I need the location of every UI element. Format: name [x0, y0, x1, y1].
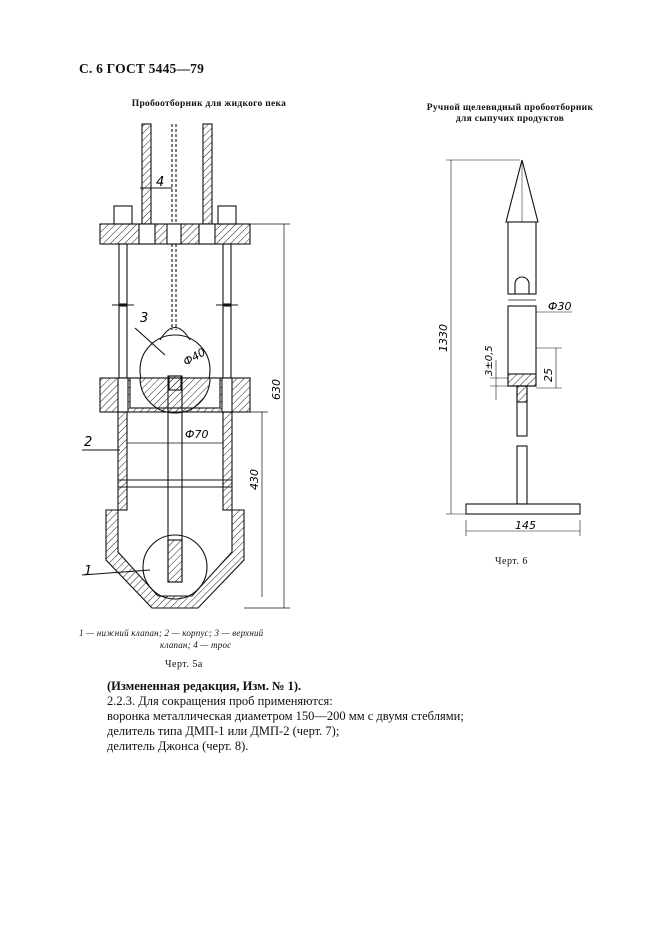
- lower-cone: [105, 509, 245, 609]
- body-wall-left: [117, 411, 128, 511]
- figure-5a-legend-line2: клапан; 4 — трос: [160, 640, 232, 650]
- figure-6-caption-line1: Ручной щелевидный пробоотборник: [426, 103, 594, 113]
- dim-diam30: Ф30: [548, 300, 571, 313]
- label-3: 3: [140, 311, 148, 326]
- dim-145: 145: [515, 519, 536, 532]
- figure-6-caption-line2: для сыпучих продуктов: [455, 114, 565, 124]
- dim-630: 630: [270, 379, 283, 400]
- tie-rod-right: [222, 243, 232, 305]
- dim-430: 430: [248, 469, 261, 490]
- figure-5a-legend-line1: 1 — нижний клапан; 2 — корпус; 3 — верхн…: [79, 628, 264, 638]
- label-1: 1: [84, 564, 92, 579]
- dim-25: 25: [542, 368, 555, 382]
- dim-1330: 1330: [437, 324, 450, 352]
- figure-5a-label: Черт. 5а: [165, 659, 203, 670]
- sampler-upper-tube: [507, 221, 537, 295]
- page-header: С. 6 ГОСТ 5445—79: [79, 61, 205, 76]
- edition-note: (Измененная редакция, Изм. № 1).: [107, 679, 302, 693]
- paragraph-line: делитель типа ДМП-1 или ДМП-2 (черт. 7);: [107, 724, 340, 738]
- pipe-wall-right: [202, 123, 213, 225]
- label-2: 2: [84, 435, 92, 450]
- figure-6-label: Черт. 6: [495, 556, 528, 567]
- figure-5a-caption: Пробоотборник для жидкого пека: [131, 99, 287, 109]
- figure-6-drawing: [446, 159, 581, 536]
- tie-rod-left: [118, 243, 128, 305]
- nut-right: [217, 205, 237, 225]
- dim-3: 3±0,5: [484, 345, 495, 376]
- body-text: (Измененная редакция, Изм. № 1). 2.2.3. …: [107, 679, 587, 754]
- lower-valve-ball: [142, 534, 208, 600]
- label-4: 4: [156, 175, 164, 190]
- figure-6-caption: Ручной щелевидный пробоотборник для сыпу…: [410, 103, 610, 125]
- paragraph-line: делитель Джонса (черт. 8).: [107, 739, 249, 753]
- dim-diam40: Ф40: [181, 346, 208, 369]
- body-wall-right: [222, 411, 233, 511]
- nut-left: [113, 205, 133, 225]
- paragraph-line: воронка металлическая диаметром 150—200 …: [107, 709, 464, 723]
- dim-diam70: Ф70: [185, 428, 208, 441]
- sampler-base-bar: [465, 503, 581, 515]
- paragraph-line: 2.2.3. Для сокращения проб применяются:: [107, 694, 333, 708]
- pipe-wall-left: [141, 123, 152, 225]
